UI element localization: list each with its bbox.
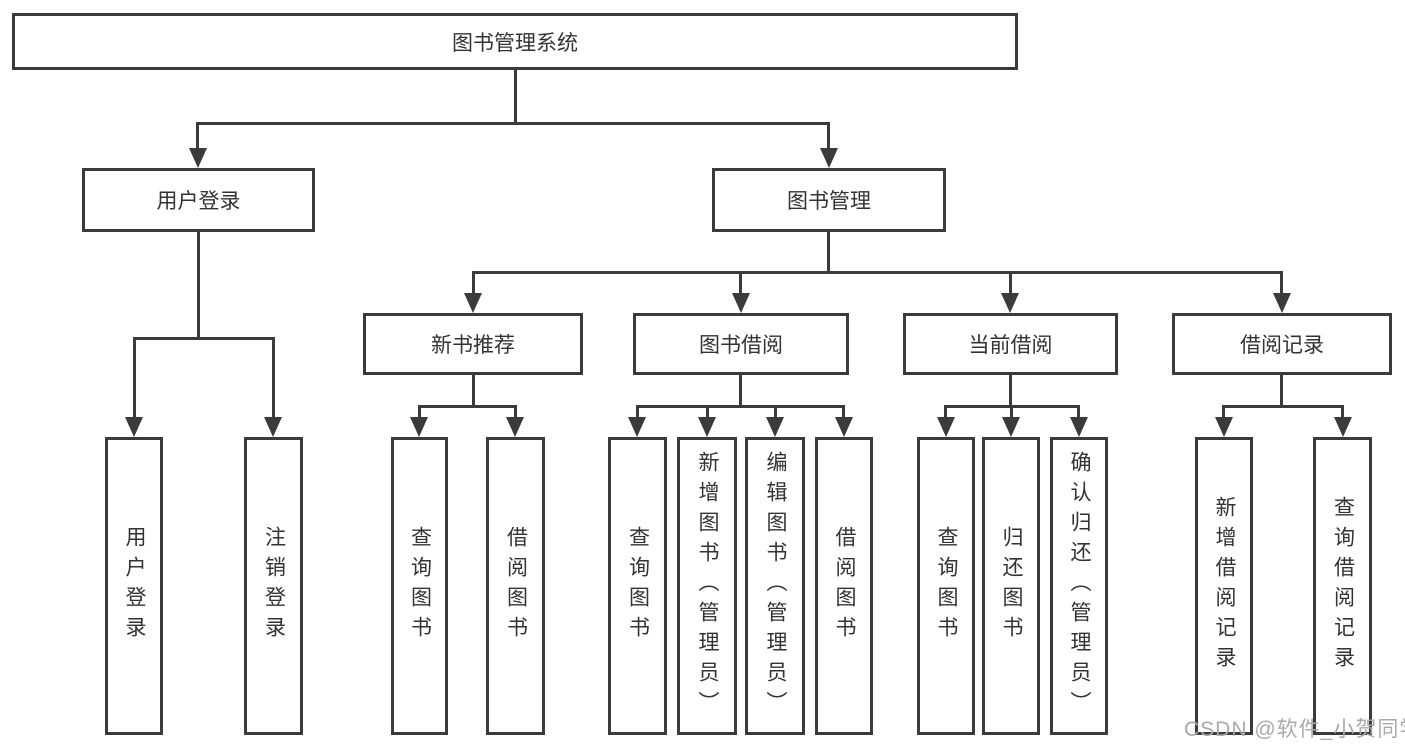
connector-drop (472, 271, 475, 296)
connector-drop (706, 405, 709, 420)
leaf-borrow-books: 借阅图书 (486, 437, 545, 735)
arrowhead-icon (264, 417, 282, 437)
arrowhead-icon (506, 417, 524, 437)
connector-stem (1280, 375, 1283, 407)
connector-stem (472, 375, 475, 407)
connector-user-login-rail (133, 337, 275, 340)
arrowhead-icon (1070, 417, 1088, 437)
arrowhead-icon (732, 293, 750, 313)
connector-level3-rail (472, 271, 1283, 274)
connector-drop (636, 405, 639, 420)
arrowhead-icon (835, 417, 853, 437)
connector-drop (1077, 405, 1080, 420)
leaf-logout-login: 注销登录 (244, 437, 303, 735)
arrowhead-icon (464, 293, 482, 313)
arrowhead-icon (1215, 417, 1233, 437)
leaf-edit-books-admin: 编辑图书（管理员） (745, 437, 805, 735)
arrowhead-icon (1002, 417, 1020, 437)
connector-root-stem (514, 70, 517, 124)
connector-drop (514, 405, 517, 420)
connector-drop (133, 337, 136, 420)
leaf-user-login: 用户登录 (105, 437, 163, 735)
connector-user-login-stem (197, 232, 200, 340)
leaf-query-books: 查询图书 (391, 437, 448, 735)
connector-drop (774, 405, 777, 420)
connector-book-mgmt-drop (827, 122, 830, 150)
node-borrowing-records: 借阅记录 (1172, 313, 1392, 375)
connector-drop (1010, 405, 1013, 420)
connector-drop (944, 405, 947, 420)
arrowhead-icon (1334, 417, 1352, 437)
connector-drop (272, 337, 275, 420)
connector-drop (842, 405, 845, 420)
arrowhead-icon (820, 148, 838, 168)
connector-stem (1009, 375, 1012, 407)
arrowhead-icon (189, 148, 207, 168)
connector-level2-rail (196, 122, 830, 125)
arrowhead-icon (410, 417, 428, 437)
node-library-system: 图书管理系统 (12, 13, 1018, 70)
node-new-book-recommend: 新书推荐 (363, 313, 583, 375)
connector-drop (739, 271, 742, 296)
connector-drop (1009, 271, 1012, 296)
arrowhead-icon (1273, 293, 1291, 313)
arrowhead-icon (628, 417, 646, 437)
node-current-borrowing: 当前借阅 (903, 313, 1118, 375)
leaf-query-books: 查询图书 (917, 437, 975, 735)
connector-user-login-drop (196, 122, 199, 150)
arrowhead-icon (125, 417, 143, 437)
arrowhead-icon (1001, 293, 1019, 313)
leaf-query-books: 查询图书 (608, 437, 667, 735)
node-book-management: 图书管理 (712, 168, 946, 232)
csdn-watermark: CSDN @软件_小贺同学 (1184, 718, 1405, 741)
connector-drop (418, 405, 421, 420)
arrowhead-icon (766, 417, 784, 437)
node-user-login: 用户登录 (82, 168, 315, 232)
leaf-query-borrow-record: 查询借阅记录 (1313, 437, 1372, 735)
leaf-confirm-return-admin: 确认归还（管理员） (1050, 437, 1108, 735)
leaf-borrow-books: 借阅图书 (815, 437, 873, 735)
connector-drop (1280, 271, 1283, 296)
connector-drop (1222, 405, 1225, 420)
connector-drop (1341, 405, 1344, 420)
leaf-add-books-admin: 新增图书（管理员） (677, 437, 737, 735)
connector-rail (418, 405, 517, 408)
connector-rail (636, 405, 845, 408)
connector-stem (739, 375, 742, 407)
arrowhead-icon (937, 417, 955, 437)
connector-rail (1222, 405, 1344, 408)
leaf-return-books: 归还图书 (982, 437, 1040, 735)
leaf-add-borrow-record: 新增借阅记录 (1195, 437, 1253, 735)
node-book-borrowing: 图书借阅 (633, 313, 849, 375)
connector-book-mgmt-stem (827, 232, 830, 273)
arrowhead-icon (698, 417, 716, 437)
